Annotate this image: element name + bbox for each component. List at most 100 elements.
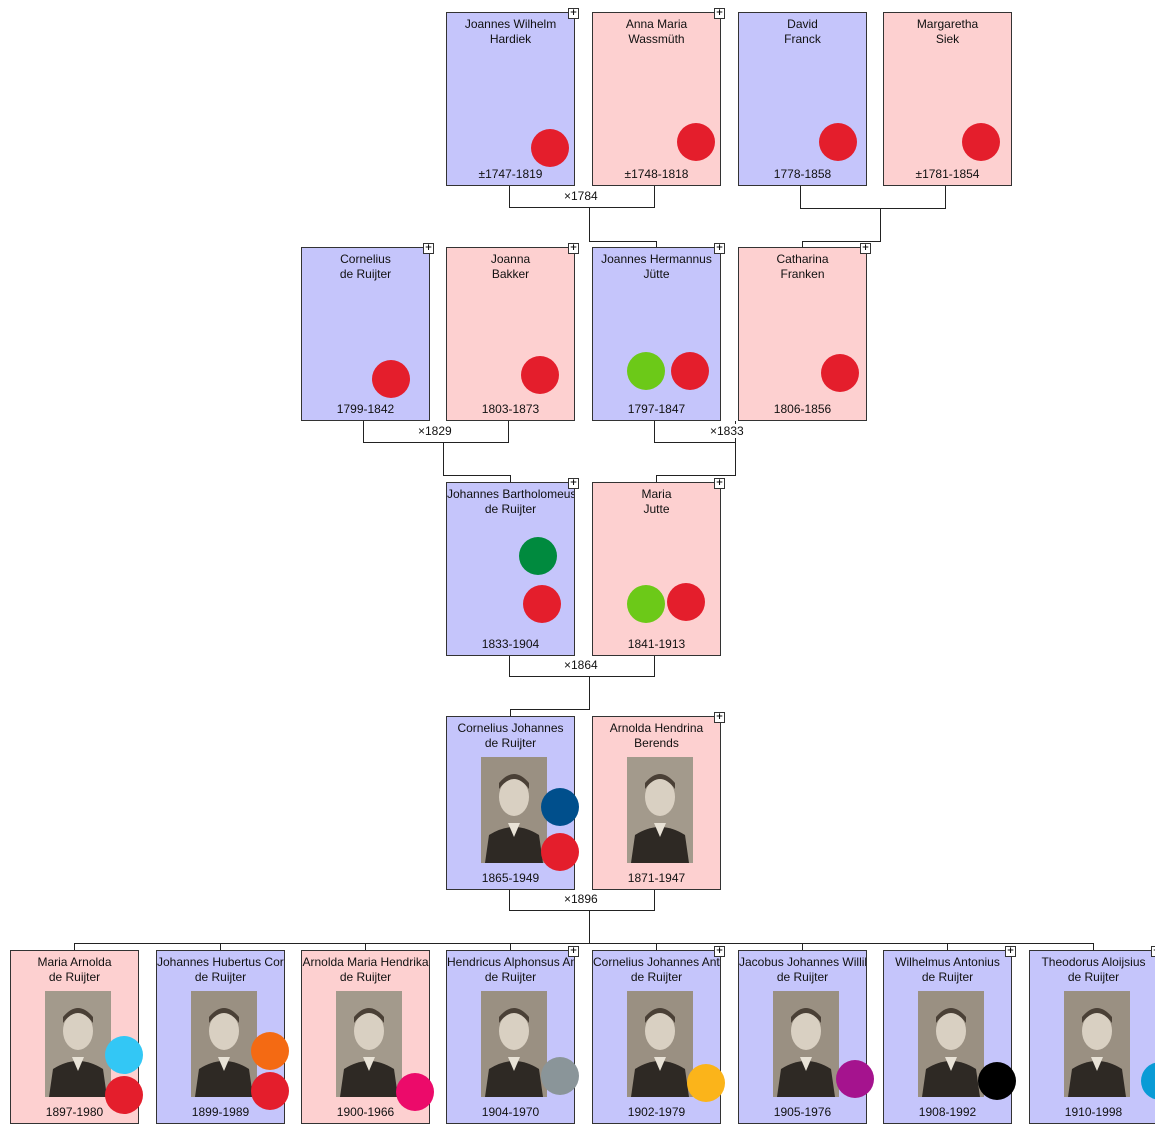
connector-line bbox=[589, 676, 590, 710]
connector-line bbox=[509, 676, 655, 677]
person-photo bbox=[918, 991, 984, 1097]
person-photo bbox=[481, 757, 547, 863]
marker-dot bbox=[627, 585, 665, 623]
first-names: Joannes Hermannus bbox=[601, 252, 712, 266]
connector-line bbox=[654, 421, 655, 443]
life-years: 1871-1947 bbox=[627, 871, 686, 885]
expand-icon[interactable]: + bbox=[568, 946, 579, 957]
surname: de Ruijter bbox=[1067, 970, 1120, 984]
connector-line bbox=[509, 910, 655, 911]
expand-icon[interactable]: + bbox=[1005, 946, 1016, 957]
expand-icon[interactable]: + bbox=[714, 946, 725, 957]
first-names: Maria bbox=[641, 487, 672, 501]
life-years: 1799-1842 bbox=[336, 402, 395, 416]
expand-icon[interactable]: + bbox=[1151, 946, 1155, 957]
marker-dot bbox=[531, 129, 569, 167]
surname: Hardiek bbox=[489, 32, 532, 46]
first-names: Joanna bbox=[490, 252, 531, 266]
first-names: Catharina bbox=[776, 252, 829, 266]
expand-icon[interactable]: + bbox=[423, 243, 434, 254]
life-years: ±1781-1854 bbox=[915, 167, 980, 181]
connector-line bbox=[443, 442, 444, 476]
life-years: 1865-1949 bbox=[481, 871, 540, 885]
connector-line bbox=[510, 709, 590, 710]
marker-dot bbox=[541, 788, 579, 826]
surname: de Ruijter bbox=[194, 970, 247, 984]
surname: de Ruijter bbox=[48, 970, 101, 984]
marker-dot bbox=[821, 354, 859, 392]
first-names: Johannes Hubertus Corne bbox=[157, 955, 284, 969]
expand-icon[interactable]: + bbox=[714, 478, 725, 489]
person-photo bbox=[45, 991, 111, 1097]
expand-icon[interactable]: + bbox=[568, 243, 579, 254]
first-names: Arnolda Hendrina bbox=[609, 721, 704, 735]
marker-dot bbox=[836, 1060, 874, 1098]
first-names: Arnolda Maria Hendrika bbox=[302, 955, 429, 969]
life-years: 1900-1966 bbox=[336, 1105, 395, 1119]
marker-dot bbox=[523, 585, 561, 623]
connector-line bbox=[654, 442, 736, 443]
first-names: Jacobus Johannes Willib bbox=[739, 955, 866, 969]
marker-dot bbox=[521, 356, 559, 394]
expand-icon[interactable]: + bbox=[714, 243, 725, 254]
expand-icon[interactable]: + bbox=[714, 8, 725, 19]
person-photo bbox=[627, 757, 693, 863]
connector-line bbox=[800, 186, 801, 208]
first-names: Wilhelmus Antonius bbox=[895, 955, 1000, 969]
surname: de Ruijter bbox=[630, 970, 683, 984]
marker-dot bbox=[105, 1036, 143, 1074]
life-years: 1778-1858 bbox=[773, 167, 832, 181]
marker-dot bbox=[671, 352, 709, 390]
connector-line bbox=[656, 943, 657, 950]
connector-line bbox=[802, 241, 881, 242]
expand-icon[interactable]: + bbox=[714, 712, 725, 723]
connector-line bbox=[880, 208, 881, 242]
first-names: Maria Arnolda bbox=[37, 955, 112, 969]
marker-dot bbox=[819, 123, 857, 161]
surname: Wassmüth bbox=[628, 32, 685, 46]
marriage-label: ×1829 bbox=[417, 424, 453, 438]
expand-icon[interactable]: + bbox=[860, 243, 871, 254]
surname: Franken bbox=[780, 267, 825, 281]
marriage-label: ×1864 bbox=[563, 658, 599, 672]
connector-line bbox=[443, 475, 511, 476]
marker-dot bbox=[687, 1064, 725, 1102]
surname: de Ruijter bbox=[776, 970, 829, 984]
expand-icon[interactable]: + bbox=[568, 8, 579, 19]
life-years: ±1747-1819 bbox=[478, 167, 543, 181]
expand-icon[interactable]: + bbox=[568, 478, 579, 489]
surname: Bakker bbox=[491, 267, 530, 281]
surname: de Ruijter bbox=[921, 970, 974, 984]
marker-dot bbox=[667, 583, 705, 621]
life-years: 1904-1970 bbox=[481, 1105, 540, 1119]
connector-line bbox=[654, 889, 655, 911]
first-names: Johannes Bartholomeus bbox=[447, 487, 574, 501]
